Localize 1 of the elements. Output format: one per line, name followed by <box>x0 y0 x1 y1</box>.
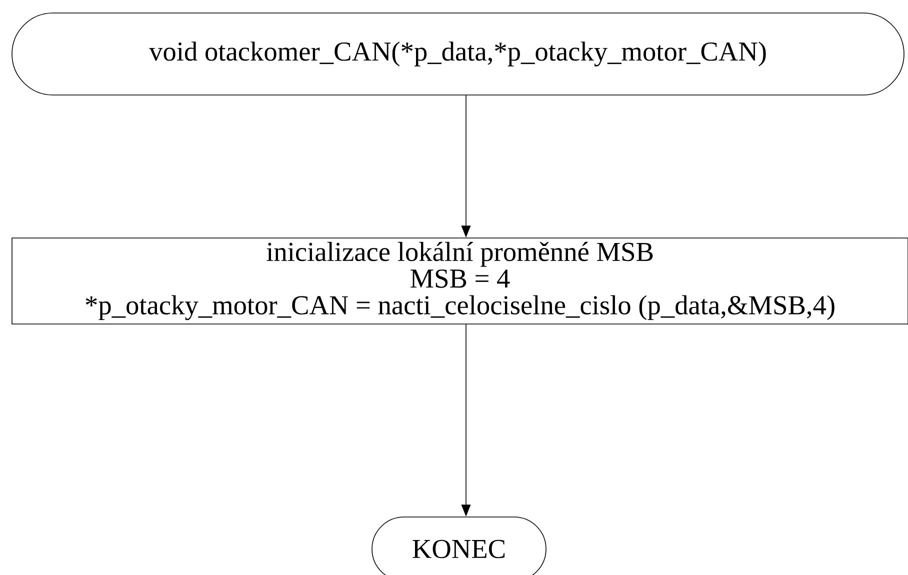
process-box: inicializace lokální proměnné MSB MSB = 4 *p_otacky_motor_CAN = nacti_celociselne_cislo (p_data,&MSB,4) <box>12 238 908 324</box>
